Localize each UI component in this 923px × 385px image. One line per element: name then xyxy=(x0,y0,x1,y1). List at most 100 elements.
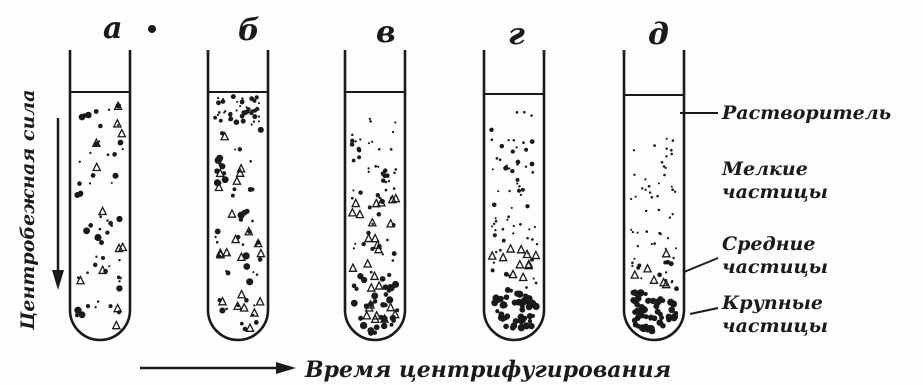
medium-particle xyxy=(380,199,385,204)
fine-particle xyxy=(490,138,493,141)
fine-particle xyxy=(258,115,260,117)
fine-particle xyxy=(251,220,254,223)
fine-particle xyxy=(672,213,674,215)
fine-particle xyxy=(369,120,372,123)
coarse-particle xyxy=(116,216,122,222)
fine-particle xyxy=(644,189,646,191)
medium-particle xyxy=(101,256,105,260)
medium-particle xyxy=(657,272,662,277)
medium-particle xyxy=(385,173,390,178)
fine-particle xyxy=(499,158,502,161)
medium-particle xyxy=(86,304,90,308)
coarse-particle xyxy=(528,323,534,329)
coarse-particle xyxy=(258,127,264,133)
fine-particle xyxy=(520,194,522,196)
medium-particle xyxy=(118,130,125,137)
fine-particle xyxy=(86,271,89,274)
test-tube-3 xyxy=(345,50,405,340)
fine-particle xyxy=(217,97,219,99)
coarse-particle xyxy=(500,302,507,309)
medium-particle xyxy=(213,116,217,120)
fine-particle xyxy=(239,105,241,107)
coarse-particle xyxy=(666,314,672,320)
fine-particle xyxy=(671,186,673,188)
fine-particle xyxy=(523,111,526,114)
medium-particle xyxy=(492,202,497,207)
fine-particle xyxy=(118,280,120,282)
fine-particle xyxy=(493,261,495,263)
fine-particle xyxy=(118,311,121,314)
coarse-particle xyxy=(246,278,253,285)
medium-particle xyxy=(366,231,370,235)
medium-particle xyxy=(528,319,532,323)
stray-dot xyxy=(148,25,156,33)
fine-particle xyxy=(117,124,119,126)
medium-particle xyxy=(255,107,259,111)
medium-particle xyxy=(377,244,382,249)
coarse-particle xyxy=(222,176,229,183)
medium-particle xyxy=(257,298,264,305)
medium-particle xyxy=(352,159,356,163)
fine-particle xyxy=(353,247,355,249)
medium-particle xyxy=(244,298,249,303)
fine-particle xyxy=(89,152,91,154)
fine-particle xyxy=(535,282,538,285)
coarse-particle xyxy=(668,307,675,314)
fine-particle xyxy=(640,277,642,279)
medium-particle xyxy=(108,304,112,308)
fine-particle xyxy=(385,181,388,184)
coarse-particle xyxy=(646,298,652,304)
fine-particle xyxy=(518,185,520,187)
medium-particle xyxy=(113,321,120,328)
fine-particle xyxy=(530,114,533,117)
coarse-particle xyxy=(637,289,644,296)
centrifugation-time-label: Время центрифугирования xyxy=(304,357,671,383)
medium-particle xyxy=(258,257,263,262)
medium-particle xyxy=(356,210,363,217)
fine-particle xyxy=(515,146,517,148)
force-arrowhead xyxy=(52,270,64,290)
fine-particle xyxy=(108,265,110,267)
medium-particle xyxy=(93,163,100,170)
fine-particle xyxy=(393,187,396,190)
medium-particle xyxy=(250,187,254,191)
medium-particle xyxy=(93,263,98,268)
medium-particle xyxy=(243,327,248,332)
coarse-particle xyxy=(83,227,90,234)
fine-particle xyxy=(513,139,516,142)
medium-particle xyxy=(497,299,501,303)
fine-particle xyxy=(526,237,529,240)
test-tube-1 xyxy=(70,50,130,340)
medium-particle xyxy=(384,292,389,297)
fine-particle xyxy=(645,210,648,213)
medium-particle xyxy=(493,233,497,237)
fine-particle xyxy=(645,230,648,233)
fine-particle xyxy=(667,237,669,239)
fine-particle xyxy=(493,223,495,225)
medium-particle xyxy=(491,268,495,272)
fine-particles-label-1: Мелкие xyxy=(721,158,808,180)
fine-particle xyxy=(516,183,518,185)
medium-particle xyxy=(509,270,516,277)
medium-particle xyxy=(257,249,264,256)
medium-particle xyxy=(510,169,514,173)
medium-particle xyxy=(525,204,529,208)
fine-particle xyxy=(354,243,356,245)
fine-particle xyxy=(79,161,81,163)
fine-particle xyxy=(216,241,219,244)
time-arrowhead xyxy=(276,362,296,374)
fine-particle xyxy=(390,148,393,151)
test-tube-2 xyxy=(208,50,268,340)
medium-particle xyxy=(500,144,505,149)
medium-particle xyxy=(240,100,245,105)
medium-particle xyxy=(349,264,356,271)
fine-particle xyxy=(108,109,110,111)
coarse-particle xyxy=(74,192,80,198)
coarse-particle xyxy=(116,103,122,109)
fine-particle xyxy=(534,226,536,228)
medium-particle xyxy=(249,111,253,115)
medium-particle xyxy=(527,305,531,309)
medium-particle xyxy=(254,320,259,325)
coarse-particle xyxy=(219,307,225,313)
medium-particle xyxy=(364,260,371,267)
